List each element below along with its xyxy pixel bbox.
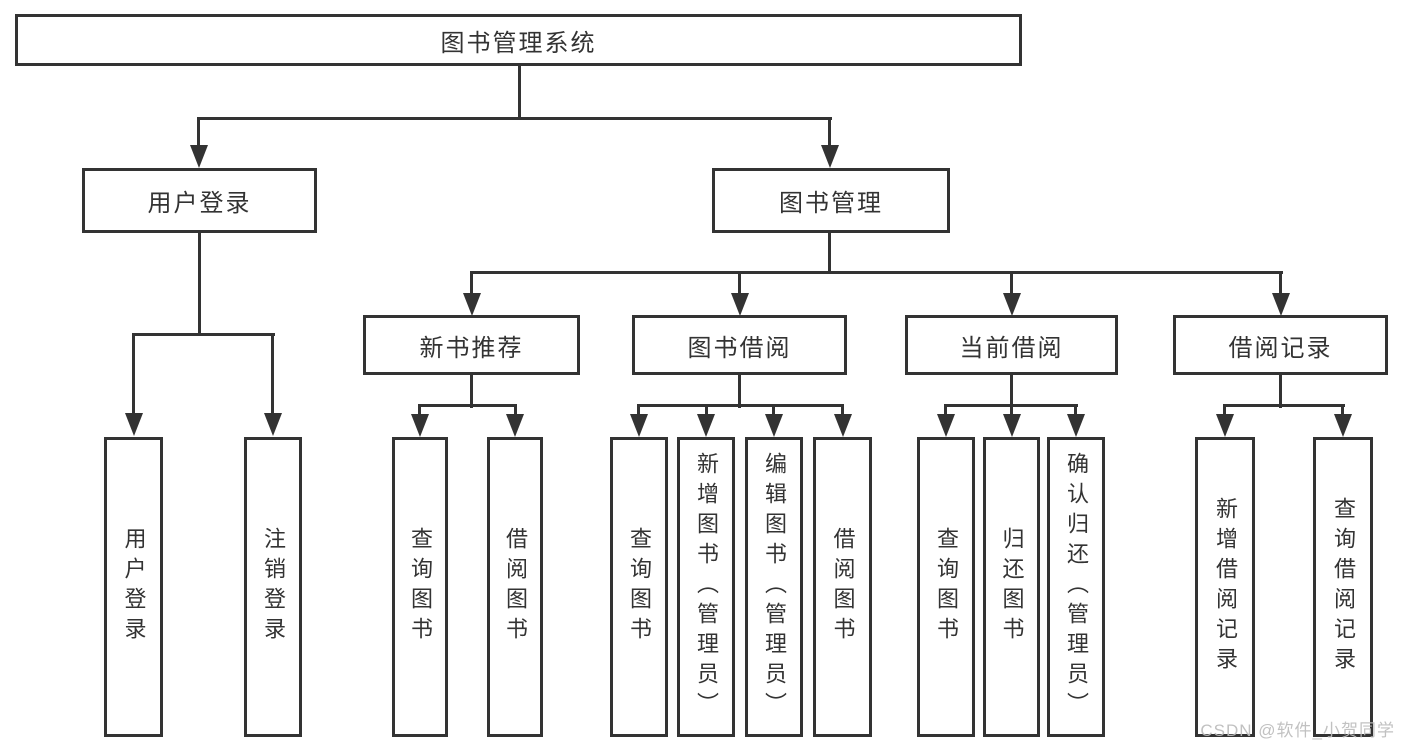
node-leaf-borrow-books-recommend: 借阅图书	[487, 437, 543, 737]
node-leaf-query-books-current: 查询图书	[917, 437, 975, 737]
connector-line	[518, 66, 521, 119]
node-label: 图书借阅	[687, 334, 792, 362]
node-label: 图书管理	[779, 190, 883, 217]
node-label: 编辑图书（管理员）	[762, 452, 787, 722]
connector-line	[738, 375, 741, 408]
connector-line	[1223, 404, 1345, 407]
arrow-down-icon	[1272, 293, 1290, 316]
node-label: 查询图书	[934, 527, 959, 647]
arrow-down-icon	[506, 414, 524, 437]
node-label: 借阅图书	[830, 527, 856, 647]
arrow-down-icon	[697, 414, 715, 437]
connector-line	[828, 233, 831, 274]
node-label: 新书推荐	[419, 334, 524, 362]
connector-line	[197, 117, 832, 120]
connector-line	[738, 271, 741, 295]
node-leaf-logout: 注销登录	[244, 437, 302, 737]
connector-line	[271, 333, 274, 415]
node-label: 借阅图书	[503, 527, 528, 647]
connector-line	[944, 404, 947, 416]
arrow-down-icon	[937, 414, 955, 437]
connector-line	[197, 117, 200, 147]
node-user-login-module: 用户登录	[82, 168, 317, 233]
connector-line	[1279, 271, 1282, 295]
connector-line	[772, 404, 775, 416]
arrow-down-icon	[765, 414, 783, 437]
node-leaf-query-borrow-record: 查询借阅记录	[1313, 437, 1373, 737]
arrow-down-icon	[834, 414, 852, 437]
node-label: 归还图书	[999, 527, 1025, 647]
node-leaf-query-books-borrow: 查询图书	[610, 437, 668, 737]
node-leaf-add-borrow-record: 新增借阅记录	[1195, 437, 1255, 737]
node-book-management: 图书管理	[712, 168, 950, 233]
connector-line	[705, 404, 708, 416]
node-leaf-return-books: 归还图书	[983, 437, 1040, 737]
connector-line	[1010, 271, 1013, 295]
node-book-borrow: 图书借阅	[632, 315, 847, 375]
node-label: 查询借阅记录	[1331, 497, 1356, 677]
connector-line	[132, 333, 135, 415]
arrow-down-icon	[1003, 414, 1021, 437]
node-root: 图书管理系统	[15, 14, 1022, 66]
connector-line	[1341, 404, 1344, 416]
connector-line	[828, 117, 831, 147]
node-label: 新增借阅记录	[1213, 497, 1238, 677]
connector-line	[1279, 375, 1282, 408]
connector-line	[132, 333, 275, 336]
arrow-down-icon	[731, 293, 749, 316]
node-label: 用户登录	[147, 190, 252, 217]
node-label: 新增图书（管理员）	[694, 452, 719, 722]
connector-line	[418, 404, 421, 416]
node-label: 注销登录	[261, 527, 286, 647]
arrow-down-icon	[1334, 414, 1352, 437]
connector-line	[637, 404, 844, 407]
arrow-down-icon	[190, 145, 208, 168]
node-new-book-recommend: 新书推荐	[363, 315, 580, 375]
connector-line	[1010, 404, 1013, 416]
connector-line	[1223, 404, 1226, 416]
connector-line	[470, 271, 473, 295]
arrow-down-icon	[463, 293, 481, 316]
node-leaf-confirm-return-admin: 确认归还（管理员）	[1047, 437, 1105, 737]
arrow-down-icon	[1216, 414, 1234, 437]
arrow-down-icon	[411, 414, 429, 437]
node-leaf-edit-books-admin: 编辑图书（管理员）	[745, 437, 803, 737]
arrow-down-icon	[630, 414, 648, 437]
connector-line	[514, 404, 517, 416]
node-borrow-records: 借阅记录	[1173, 315, 1388, 375]
connector-line	[198, 233, 201, 336]
node-current-borrow: 当前借阅	[905, 315, 1118, 375]
node-root-label: 图书管理系统	[440, 29, 597, 57]
watermark: CSDN @软件_小贺同学	[1200, 721, 1395, 740]
connector-line	[1074, 404, 1077, 416]
node-label: 查询图书	[408, 527, 433, 647]
arrow-down-icon	[1003, 293, 1021, 316]
connector-line	[841, 404, 844, 416]
node-label: 用户登录	[121, 527, 147, 647]
node-leaf-borrow-books: 借阅图书	[813, 437, 872, 737]
arrow-down-icon	[125, 413, 143, 436]
node-leaf-user-login: 用户登录	[104, 437, 163, 737]
connector-line	[418, 404, 517, 407]
connector-line	[470, 271, 1283, 274]
node-label: 借阅记录	[1228, 334, 1333, 362]
node-label: 确认归还（管理员）	[1064, 452, 1089, 722]
connector-line	[637, 404, 640, 416]
node-label: 当前借阅	[959, 334, 1064, 362]
node-leaf-query-books-recommend: 查询图书	[392, 437, 448, 737]
node-leaf-add-books-admin: 新增图书（管理员）	[677, 437, 735, 737]
arrow-down-icon	[264, 413, 282, 436]
connector-line	[1010, 375, 1013, 408]
connector-line	[470, 375, 473, 408]
arrow-down-icon	[821, 145, 839, 168]
arrow-down-icon	[1067, 414, 1085, 437]
node-label: 查询图书	[627, 527, 652, 647]
